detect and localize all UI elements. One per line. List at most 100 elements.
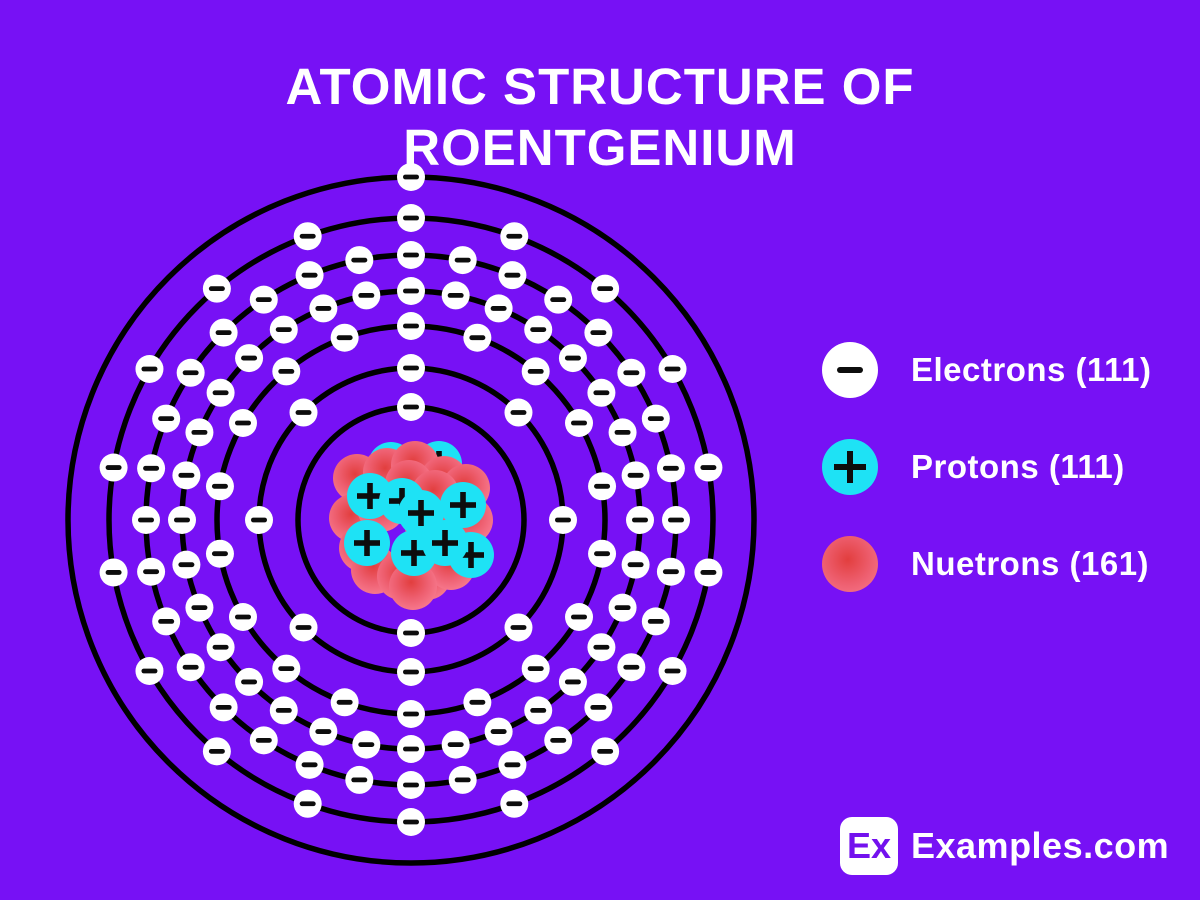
minus-icon bbox=[597, 748, 614, 754]
plus-icon bbox=[442, 530, 448, 556]
minus-icon bbox=[403, 630, 419, 636]
minus-icon bbox=[527, 666, 544, 672]
minus-icon bbox=[143, 465, 160, 471]
plus-icon bbox=[367, 483, 373, 509]
minus-icon bbox=[403, 404, 419, 410]
minus-icon bbox=[403, 782, 419, 788]
minus-icon bbox=[564, 355, 581, 361]
minus-icon bbox=[594, 483, 611, 489]
minus-icon bbox=[255, 737, 272, 743]
minus-icon bbox=[571, 420, 588, 426]
legend-label-neutrons: Nuetrons (161) bbox=[911, 545, 1150, 582]
minus-icon bbox=[105, 570, 122, 575]
minus-icon bbox=[504, 762, 521, 768]
minus-icon bbox=[614, 605, 631, 611]
minus-icon bbox=[234, 420, 251, 426]
plus-icon bbox=[460, 492, 466, 518]
minus-icon bbox=[593, 390, 610, 396]
minus-icon bbox=[215, 704, 232, 710]
legend-row-electrons: Electrons (111) bbox=[822, 342, 1151, 398]
minus-icon bbox=[299, 233, 316, 239]
minus-icon bbox=[301, 762, 318, 768]
plus-icon bbox=[834, 451, 866, 483]
minus-icon bbox=[351, 257, 368, 263]
minus-icon bbox=[623, 664, 640, 670]
minus-icon bbox=[215, 330, 232, 336]
minus-icon bbox=[358, 293, 375, 298]
plus-icon bbox=[418, 500, 424, 526]
minus-icon bbox=[564, 679, 581, 685]
minus-icon bbox=[178, 562, 195, 568]
minus-icon bbox=[158, 619, 175, 624]
neutron-swatch-icon bbox=[822, 536, 878, 592]
minus-icon bbox=[403, 252, 419, 258]
plus-icon bbox=[468, 542, 474, 568]
minus-icon bbox=[550, 737, 567, 743]
minus-icon bbox=[506, 233, 523, 239]
electron-swatch-icon bbox=[822, 342, 878, 398]
legend-label-protons: Protons (111) bbox=[911, 448, 1125, 485]
legend: Electrons (111) Protons (111) Nuetrons (… bbox=[822, 342, 1151, 592]
minus-icon bbox=[208, 286, 225, 292]
minus-icon bbox=[590, 704, 607, 710]
minus-icon bbox=[700, 465, 717, 470]
minus-icon bbox=[527, 368, 544, 374]
minus-icon bbox=[141, 668, 158, 674]
minus-icon bbox=[336, 335, 353, 341]
minus-icon bbox=[593, 644, 610, 650]
minus-icon bbox=[454, 777, 471, 783]
minus-icon bbox=[447, 742, 464, 747]
page-title-line2: ROENTGENIUM bbox=[403, 119, 797, 177]
minus-icon bbox=[664, 668, 681, 674]
atom-diagram bbox=[65, 163, 757, 866]
minus-icon bbox=[278, 368, 295, 374]
minus-icon bbox=[632, 517, 648, 523]
minus-icon bbox=[594, 551, 611, 557]
minus-icon bbox=[315, 729, 332, 734]
minus-icon bbox=[403, 365, 419, 371]
minus-icon bbox=[555, 517, 571, 523]
minus-icon bbox=[700, 570, 717, 575]
minus-icon bbox=[647, 416, 664, 421]
brand-logo: Ex Examples.com bbox=[840, 817, 1169, 875]
minus-icon bbox=[336, 699, 353, 705]
minus-icon bbox=[241, 355, 258, 361]
minus-icon bbox=[506, 801, 523, 807]
page-title: ATOMIC STRUCTURE OF ROENTGENIUM bbox=[0, 56, 1200, 178]
minus-icon bbox=[141, 366, 158, 372]
legend-row-protons: Protons (111) bbox=[822, 439, 1151, 495]
minus-icon bbox=[490, 729, 507, 734]
minus-icon bbox=[454, 257, 471, 263]
minus-icon bbox=[550, 297, 567, 303]
minus-icon bbox=[627, 472, 644, 478]
minus-icon bbox=[275, 708, 292, 713]
minus-icon bbox=[138, 517, 154, 523]
minus-icon bbox=[182, 370, 199, 376]
minus-icon bbox=[597, 286, 614, 292]
minus-icon bbox=[174, 517, 190, 523]
minus-icon bbox=[295, 625, 312, 630]
minus-icon bbox=[530, 327, 547, 332]
neutron bbox=[389, 562, 437, 610]
atom-diagram-container bbox=[26, 135, 796, 900]
minus-icon bbox=[490, 306, 507, 311]
minus-icon bbox=[211, 483, 228, 489]
minus-icon bbox=[358, 742, 375, 747]
minus-icon bbox=[275, 327, 292, 332]
minus-icon bbox=[664, 366, 681, 372]
logo-badge-icon: Ex bbox=[840, 817, 898, 875]
legend-row-neutrons: Nuetrons (161) bbox=[822, 536, 1151, 592]
minus-icon bbox=[662, 465, 679, 471]
minus-icon bbox=[403, 819, 419, 825]
minus-icon bbox=[251, 517, 267, 523]
minus-icon bbox=[837, 367, 863, 373]
minus-icon bbox=[208, 748, 225, 754]
minus-icon bbox=[351, 777, 368, 783]
minus-icon bbox=[255, 297, 272, 303]
minus-icon bbox=[211, 551, 228, 557]
minus-icon bbox=[469, 699, 486, 705]
minus-icon bbox=[234, 614, 251, 620]
minus-icon bbox=[623, 370, 640, 376]
minus-icon bbox=[403, 215, 419, 221]
minus-icon bbox=[182, 664, 199, 670]
